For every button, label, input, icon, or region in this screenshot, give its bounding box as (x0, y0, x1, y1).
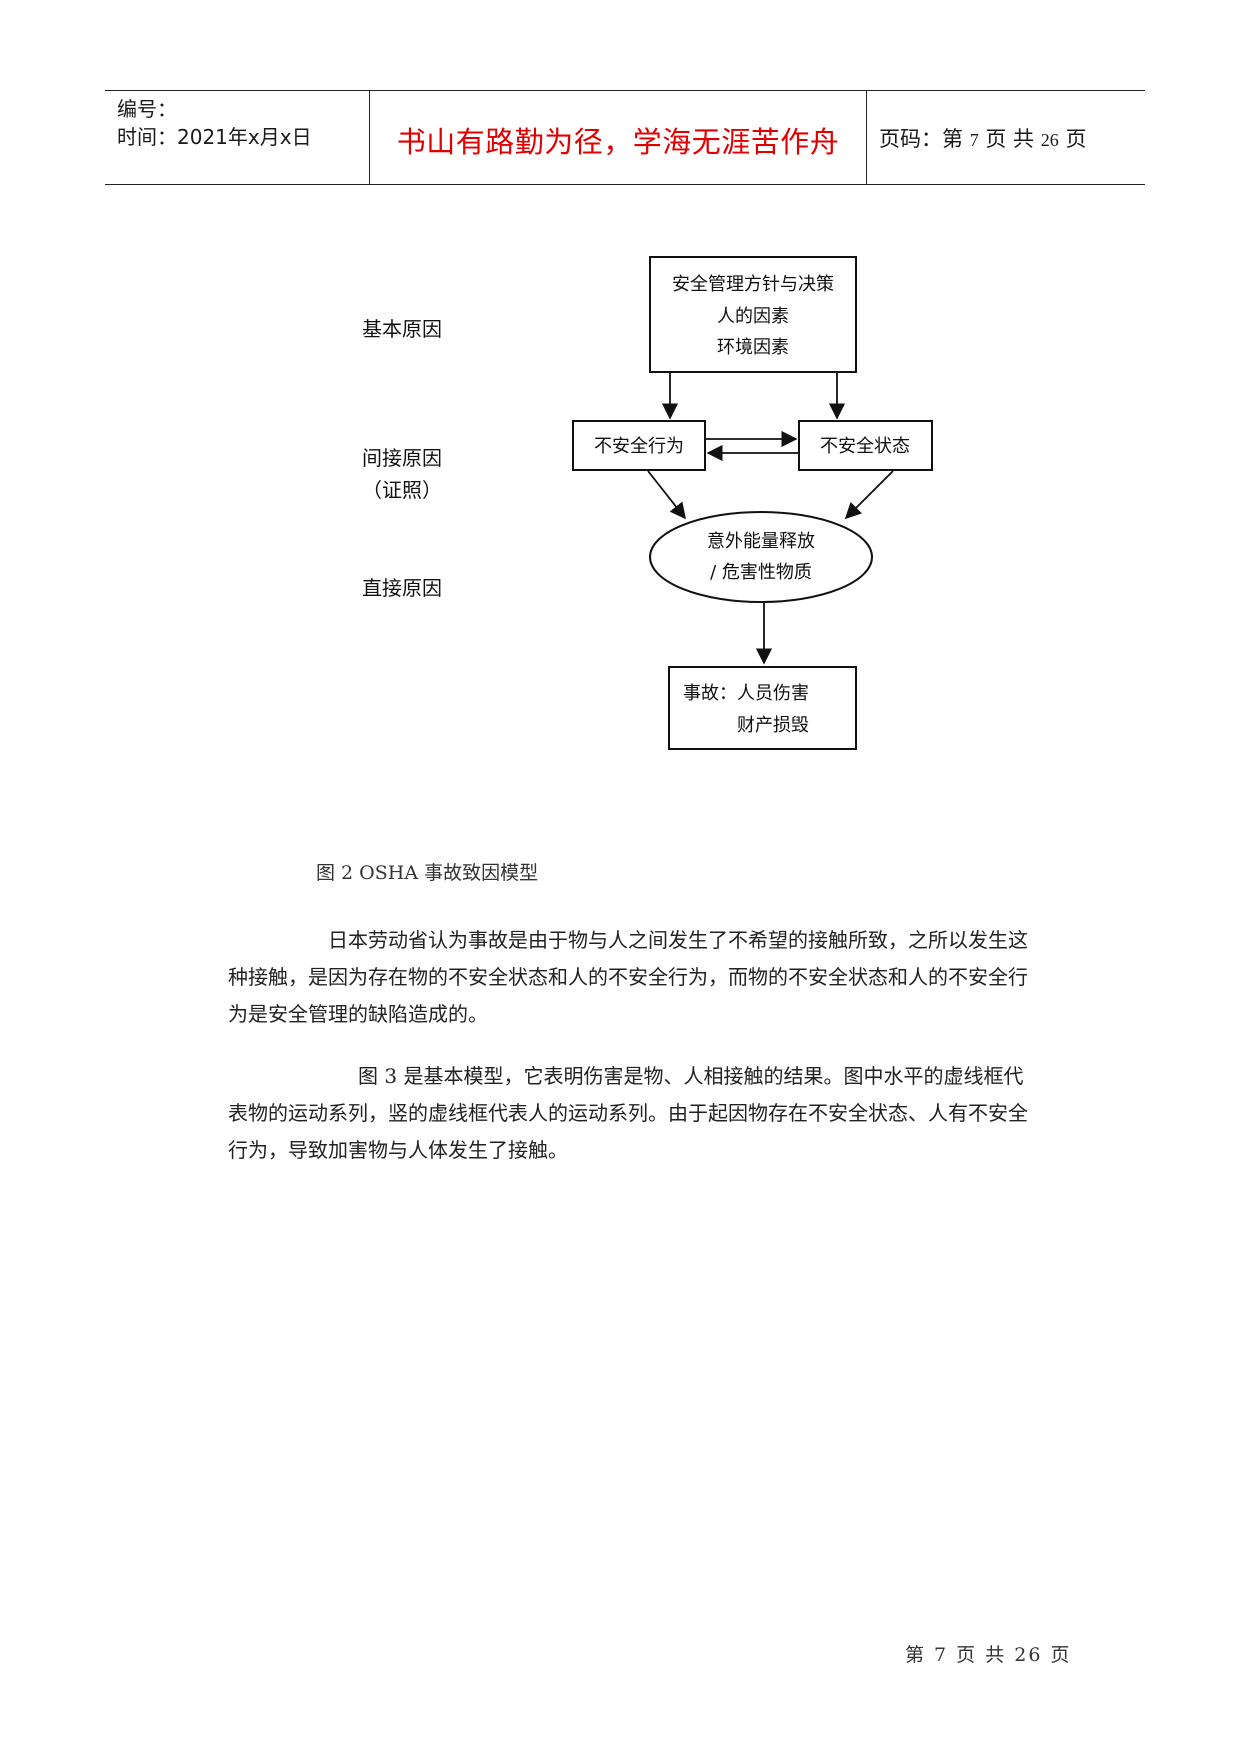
number-label: 编号： (117, 97, 177, 121)
box-unsafe-state (798, 420, 933, 471)
label-indirect-note: （证照） (362, 478, 442, 502)
paragraph-1: 日本劳动省认为事故是由于物与人之间发生了不希望的接触所致，之所以发生这种接触，是… (228, 928, 1028, 1026)
page-total: 26 (1040, 130, 1059, 150)
label-basic-cause: 基本原因 (362, 317, 442, 341)
accident-line1: 事故：人员伤害 (683, 683, 809, 704)
energy-line2: / 危害性物质 (710, 562, 812, 583)
diagram-svg: 基本原因 间接原因 （证照） 直接原因 安全管理方针与决策 人的因素 环境因素 … (362, 256, 933, 750)
arrow-state-to-energy (844, 470, 894, 520)
figure-caption: 图 2 OSHA 事故致因模型 (316, 862, 539, 884)
page-suffix: 页 (1065, 127, 1087, 151)
label-direct-cause: 直接原因 (362, 576, 442, 600)
page-mid: 页 共 (985, 127, 1035, 151)
osha-diagram: 基本原因 间接原因 （证照） 直接原因 安全管理方针与决策 人的因素 环境因素 … (0, 0, 1241, 760)
box-unsafe-act (572, 420, 706, 471)
page-footer: 第 7 页 共 26 页 (905, 1644, 1072, 1666)
energy-line1: 意外能量释放 (707, 531, 815, 552)
time-label: 时间：2021年x月x日 (117, 125, 312, 149)
box-basic-line3: 环境因素 (717, 337, 789, 358)
ellipse-energy-release (649, 511, 873, 603)
box-basic-line1: 安全管理方针与决策 (672, 274, 834, 295)
header-meta: 编号： 时间：2021年x月x日 (105, 91, 369, 184)
page-header: 编号： 时间：2021年x月x日 书山有路勤为径，学海无涯苦作舟 页码：第 7 … (105, 90, 1145, 185)
paragraph-2: 图 3 是基本模型，它表明伤害是物、人相接触的结果。图中水平的虚线框代表物的运动… (228, 1064, 1028, 1162)
unsafe-act-text: 不安全行为 (594, 436, 684, 457)
unsafe-state-text: 不安全状态 (820, 436, 910, 457)
arrow-act-to-energy (647, 470, 687, 520)
box-accident (668, 666, 857, 750)
page-current: 7 (969, 130, 979, 150)
label-indirect-cause: 间接原因 (362, 446, 442, 470)
box-basic-line2: 人的因素 (717, 306, 789, 327)
accident-line2: 财产损毁 (737, 715, 809, 736)
header-page-number: 页码：第 7 页 共 26 页 (879, 123, 1086, 153)
motto: 书山有路勤为径，学海无涯苦作舟 (396, 125, 840, 159)
header-page-cell: 页码：第 7 页 共 26 页 (867, 91, 1145, 184)
page-prefix: 页码：第 (879, 127, 963, 151)
box-basic-factors (649, 256, 857, 373)
header-motto-cell: 书山有路勤为径，学海无涯苦作舟 (369, 91, 867, 184)
